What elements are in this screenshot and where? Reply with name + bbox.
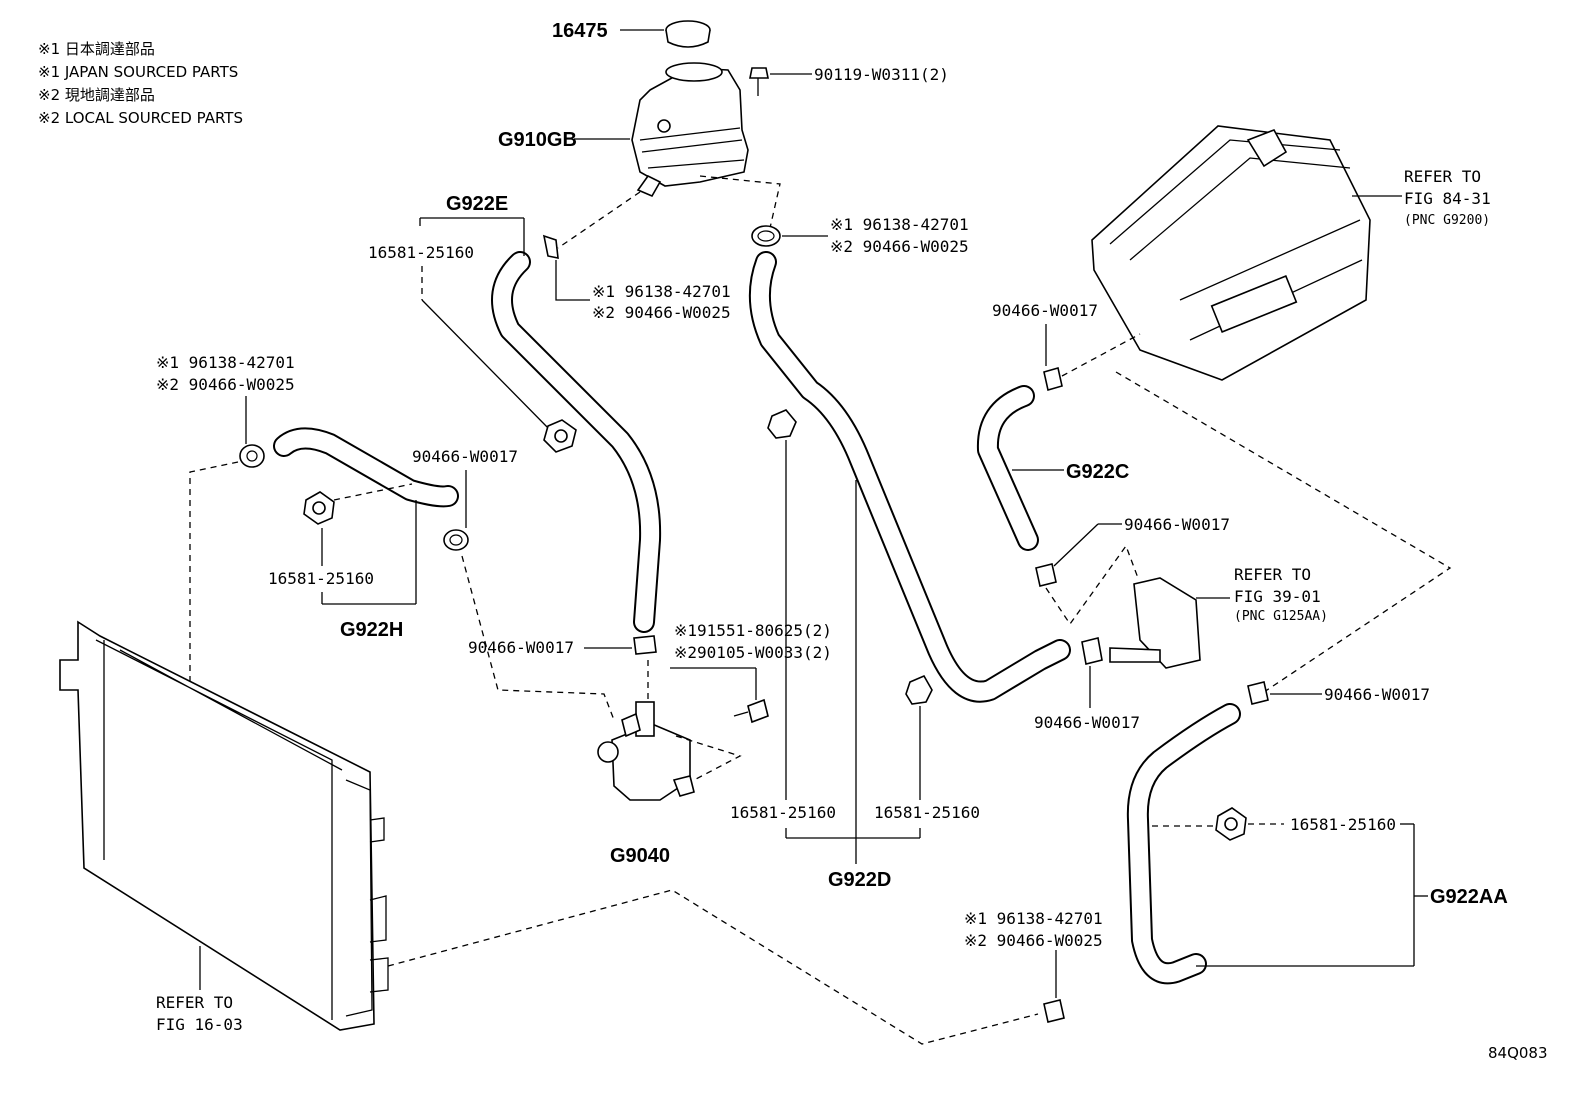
refer-pump-line-2: FIG 39-01 <box>1234 587 1321 606</box>
hose-clip-bottom[interactable] <box>1043 999 1065 1023</box>
label-G910GB: G910GB <box>498 129 577 151</box>
hose-clip-tank[interactable] <box>542 234 559 259</box>
label-tank-clip-1: ※1 96138-42701 <box>592 282 731 301</box>
pump-bolt[interactable] <box>733 698 769 724</box>
refer-inverter-line-2: FIG 84-31 <box>1404 189 1491 208</box>
label-tank-clip-2: ※2 90466-W0025 <box>592 303 731 322</box>
label-aa-clip: 90466-W0017 <box>1324 685 1430 704</box>
refer-radiator-line-1: REFER TO <box>156 993 233 1012</box>
inverter-assembly[interactable] <box>1091 125 1371 381</box>
reservoir-tank[interactable] <box>631 62 749 198</box>
label-pump-clip: 90466-W0017 <box>468 638 574 657</box>
label-bottom-clip-2: ※2 90466-W0025 <box>964 931 1103 950</box>
refer-radiator-line-2: FIG 16-03 <box>156 1015 243 1034</box>
label-d-clamp-right: 16581-25160 <box>874 803 980 822</box>
refer-pump-line-1: REFER TO <box>1234 565 1311 584</box>
label-inv-clip: 90466-W0017 <box>992 301 1098 320</box>
label-G922D: G922D <box>828 869 891 891</box>
hose-clip-c[interactable] <box>1035 563 1057 587</box>
label-pump-bolt-1: ※191551-80625(2) <box>674 621 832 640</box>
label-right-clip-1: ※1 96138-42701 <box>830 215 969 234</box>
bracket-g922d <box>785 480 921 864</box>
figure-code: 84Q083 <box>1488 1044 1548 1062</box>
sourcing-notes: ※1 日本調達部品 ※1 JAPAN SOURCED PARTS ※2 現地調達… <box>38 40 243 127</box>
tank-bolt[interactable] <box>749 67 769 96</box>
label-G9040: G9040 <box>610 845 670 867</box>
reservoir-cap[interactable] <box>665 20 711 48</box>
label-h-clamp: 16581-25160 <box>268 569 374 588</box>
label-left-clip-1: ※1 96138-42701 <box>156 353 295 372</box>
label-right-clip-2: ※2 90466-W0025 <box>830 237 969 256</box>
hose-clip-inverter[interactable] <box>1043 366 1063 392</box>
label-G922C: G922C <box>1066 461 1129 483</box>
note-line-2: ※1 JAPAN SOURCED PARTS <box>38 63 238 81</box>
bracket-g922e <box>419 217 525 256</box>
hose-clamp-d-left[interactable] <box>767 409 797 439</box>
label-aa-clamp: 16581-25160 <box>1290 815 1396 834</box>
radiator[interactable] <box>59 620 389 1031</box>
refer-pump-line-3: (PNC G125AA) <box>1234 609 1328 624</box>
label-h-clip: 90466-W0017 <box>412 447 518 466</box>
water-pump[interactable] <box>597 701 695 801</box>
hose-clip-mid[interactable] <box>1081 637 1103 665</box>
note-line-1: ※1 日本調達部品 <box>38 40 155 58</box>
note-line-4: ※2 LOCAL SOURCED PARTS <box>38 109 243 127</box>
hose-clip-d-top[interactable] <box>751 225 781 247</box>
hose-clamp-h[interactable] <box>303 491 335 525</box>
auxiliary-pump-unit[interactable] <box>1109 577 1201 669</box>
refer-inverter-line-3: (PNC G9200) <box>1404 213 1490 228</box>
label-mid-clip: 90466-W0017 <box>1034 713 1140 732</box>
bracket-g922aa <box>1196 823 1428 967</box>
pump-clip[interactable] <box>633 635 657 655</box>
label-c-clip: 90466-W0017 <box>1124 515 1230 534</box>
hose-clip-h[interactable] <box>443 529 469 551</box>
label-bottom-clip-1: ※1 96138-42701 <box>964 909 1103 928</box>
label-e-clamp: 16581-25160 <box>368 243 474 262</box>
hose-clip-aa[interactable] <box>1247 681 1269 705</box>
hose-clamp-d-right[interactable] <box>905 674 933 705</box>
label-G922AA: G922AA <box>1430 886 1508 908</box>
hose-clamp-e[interactable] <box>543 419 577 453</box>
label-pump-bolt-2: ※290105-W0033(2) <box>674 643 832 662</box>
hose-clamp-aa[interactable] <box>1215 807 1247 841</box>
refer-inverter-line-1: REFER TO <box>1404 167 1481 186</box>
label-90119-W0311: 90119-W0311(2) <box>814 65 949 84</box>
label-G922H: G922H <box>340 619 403 641</box>
label-16475: 16475 <box>552 20 608 42</box>
label-d-clamp-left: 16581-25160 <box>730 803 836 822</box>
bracket-g922h <box>321 500 417 605</box>
note-line-3: ※2 現地調達部品 <box>38 86 155 104</box>
hose-clip-left[interactable] <box>239 444 265 468</box>
label-left-clip-2: ※2 90466-W0025 <box>156 375 295 394</box>
label-G922E: G922E <box>446 193 508 215</box>
